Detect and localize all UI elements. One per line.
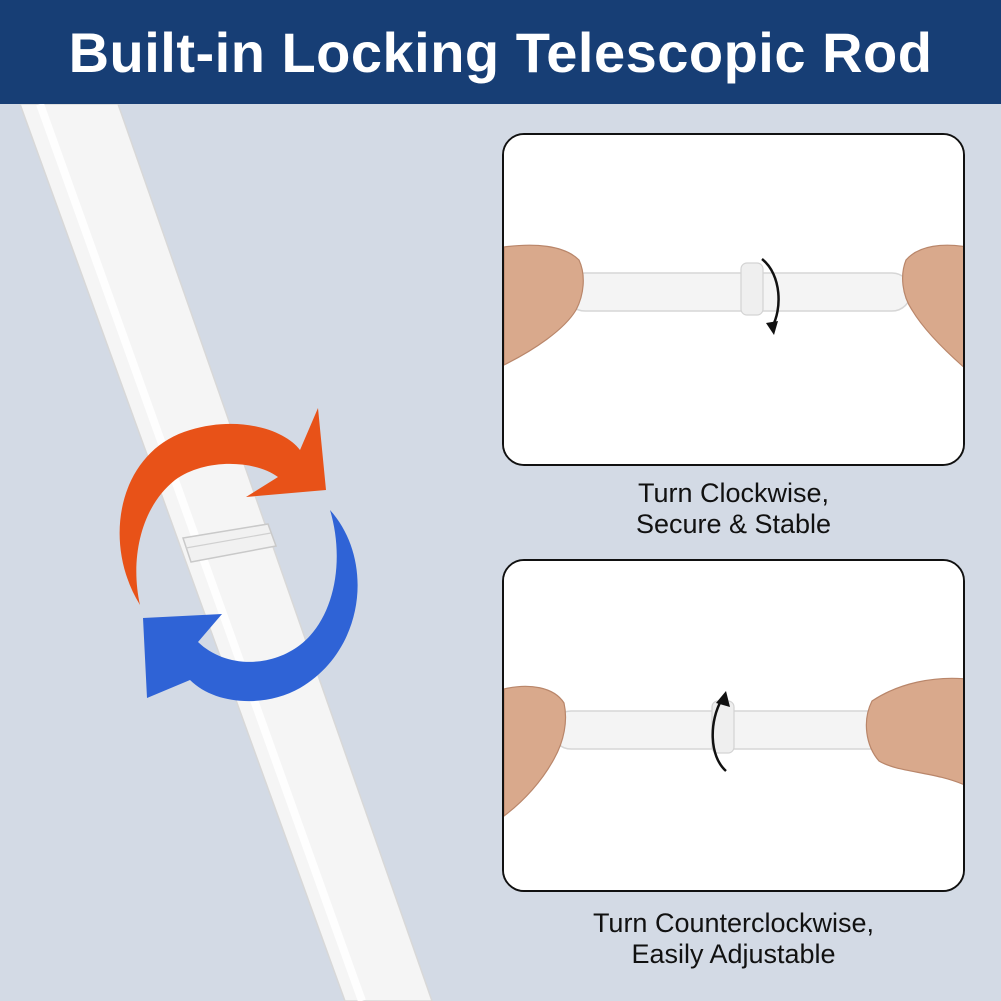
header-banner: Built-in Locking Telescopic Rod — [0, 0, 1001, 104]
counterclockwise-arrow-icon — [711, 691, 730, 772]
rod-rotation-illustration — [19, 104, 433, 1001]
right-hand — [902, 244, 963, 368]
left-hand — [504, 244, 584, 366]
clockwise-demo-photo — [504, 135, 963, 464]
page-title: Built-in Locking Telescopic Rod — [68, 20, 933, 84]
counterclockwise-arrow-icon — [143, 510, 358, 702]
right-hand — [865, 677, 963, 786]
clockwise-caption-line2: Secure & Stable — [635, 509, 832, 539]
rod-joint — [182, 523, 278, 563]
clockwise-caption-line1: Turn Clockwise, — [637, 478, 830, 508]
counterclockwise-demo-photo — [504, 561, 963, 890]
counterclockwise-demo-panel — [502, 559, 965, 892]
clockwise-arrow-icon — [119, 408, 326, 605]
counterclockwise-caption: Turn Counterclockwise, Easily Adjustable — [502, 908, 965, 970]
counterclockwise-caption-line2: Easily Adjustable — [631, 939, 836, 969]
counterclockwise-caption-line1: Turn Counterclockwise, — [592, 908, 875, 938]
clockwise-arrow-icon — [761, 258, 780, 335]
left-hand — [504, 685, 567, 817]
clockwise-caption: Turn Clockwise, Secure & Stable — [502, 478, 965, 540]
clockwise-demo-panel — [502, 133, 965, 466]
